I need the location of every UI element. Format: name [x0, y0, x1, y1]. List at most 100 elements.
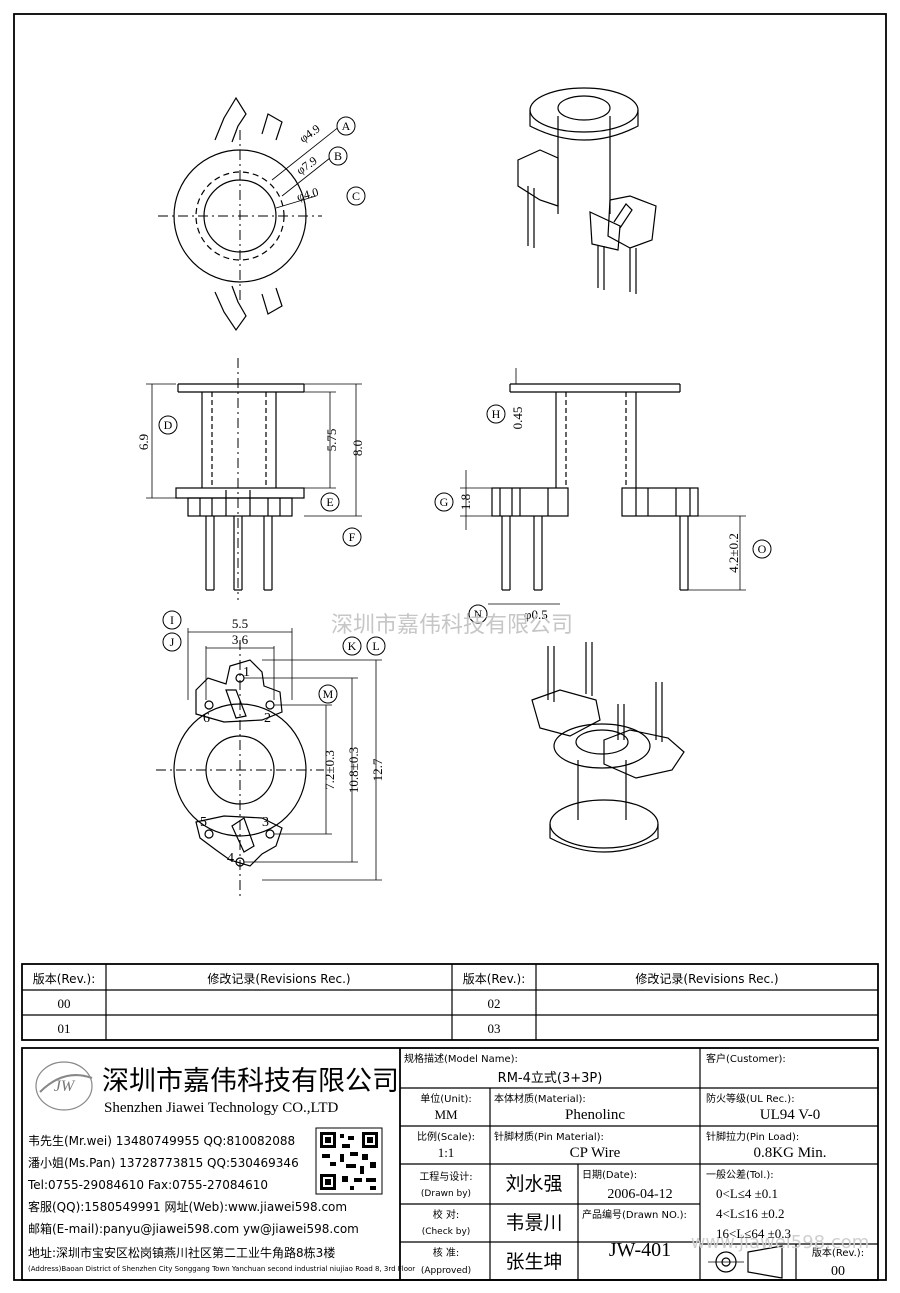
rev-header-2: 版本(Rev.):	[463, 972, 526, 986]
label-customer: 客户(Customer):	[706, 1052, 786, 1065]
pin-3: 3	[262, 815, 269, 830]
title-block: JW 深圳市嘉伟科技有限公司 Shenzhen Jiawei Technolog…	[21, 1047, 879, 1281]
label-rev: 版本(Rev.):	[812, 1246, 864, 1259]
company-name-en: Shenzhen Jiawei Technology CO.,LTD	[104, 1100, 338, 1116]
rev-00: 00	[58, 996, 71, 1011]
label-approved-en: (Approved)	[421, 1266, 471, 1276]
value-rev: 00	[831, 1264, 845, 1279]
label-pin-material: 针脚材质(Pin Material):	[494, 1130, 604, 1143]
label-pin-load: 针脚拉力(Pin Load):	[706, 1130, 799, 1143]
dim-8-0: 8.0	[350, 440, 365, 456]
label-drawn-by-en: (Drawn by)	[421, 1189, 471, 1199]
label-drawn-by: 工程与设计:	[419, 1170, 472, 1183]
value-unit: MM	[434, 1107, 458, 1122]
callout-k: K	[348, 639, 357, 653]
dim-phi-4-0: φ4.0	[295, 185, 320, 204]
dim-7-2: 7.2±0.3	[322, 750, 337, 790]
isometric-view-bottom	[531, 642, 685, 853]
callout-e: E	[326, 495, 333, 509]
dim-3-6: 3.6	[232, 632, 249, 647]
value-pin-material: CP Wire	[570, 1145, 621, 1161]
callout-l: L	[372, 639, 379, 653]
label-approved: 核 准:	[433, 1246, 460, 1259]
rev-header-1: 版本(Rev.):	[33, 972, 96, 986]
tolerance-range-3: 16<L≤64 ±0.3	[716, 1226, 791, 1241]
tolerance-range-1: 0<L≤4 ±0.1	[716, 1186, 778, 1201]
callout-m: M	[323, 687, 334, 701]
dim-phi-7-9: φ7.9	[294, 153, 320, 177]
company-logo: JW	[54, 1078, 76, 1095]
top-view: φ4.9 φ7.9 φ4.0 A B C	[158, 96, 366, 332]
value-drawn-by: 刘水强	[505, 1173, 562, 1195]
contact-address-en: (Address)Baoan District of Shenzhen City…	[28, 1265, 415, 1273]
front-view: 6.9 5.75 8.0 D E F	[136, 358, 365, 600]
label-material: 本体材质(Material):	[494, 1092, 586, 1105]
callout-n: N	[474, 607, 483, 621]
label-unit: 单位(Unit):	[420, 1092, 472, 1105]
callout-g: G	[440, 495, 449, 509]
value-drawn-no: JW-401	[609, 1239, 671, 1261]
dim-10-8: 10.8±0.3	[346, 747, 361, 793]
rev-01: 01	[58, 1021, 71, 1036]
watermark-company: 深圳市嘉伟科技有限公司	[331, 613, 573, 638]
callout-i: I	[170, 613, 174, 627]
pin-2: 2	[264, 711, 271, 726]
dim-1-8: 1.8	[458, 494, 473, 510]
value-ul-rec: UL94 V-0	[760, 1107, 820, 1123]
pin-6: 6	[203, 711, 210, 726]
pin-1: 1	[243, 665, 250, 680]
value-approved: 张生坤	[505, 1251, 562, 1273]
contact-email: 邮箱(E-mail):panyu@jiawei598.com yw@jiawei…	[28, 1221, 359, 1236]
contact-wei: 韦先生(Mr.wei) 13480749955 QQ:810082088	[28, 1134, 295, 1148]
value-material: Phenolinc	[565, 1107, 625, 1123]
dim-0-45: 0.45	[510, 407, 525, 430]
callout-d: D	[164, 418, 173, 432]
label-model-name: 规格描述(Model Name):	[404, 1052, 518, 1065]
contact-qq: 客服(QQ):1580549991 网址(Web):www.jiawei598.…	[28, 1199, 347, 1214]
dim-phi-4-9: φ4.9	[297, 121, 323, 145]
dim-phi-0-5: φ0.5	[524, 607, 548, 622]
callout-a: A	[342, 119, 351, 133]
callout-h: H	[492, 407, 501, 421]
label-date: 日期(Date):	[582, 1169, 637, 1181]
pin-5: 5	[200, 815, 207, 830]
dim-5-5: 5.5	[232, 616, 248, 631]
tolerance-range-2: 4<L≤16 ±0.2	[716, 1206, 785, 1221]
dim-6-9: 6.9	[136, 434, 151, 450]
value-model-name: RM-4立式(3+3P)	[498, 1071, 603, 1086]
side-view: 0.45 1.8 4.2±0.2 φ0.5 H G O N	[434, 368, 772, 624]
label-ul-rec: 防火等级(UL Rec.):	[706, 1092, 795, 1105]
rev-02: 02	[488, 996, 501, 1011]
label-tolerance: 一般公差(Tol.):	[706, 1168, 774, 1181]
watermark-url: www.jiawei598.com	[691, 1232, 870, 1253]
callout-b: B	[334, 149, 342, 163]
isometric-view-top	[517, 87, 657, 294]
revision-table: 版本(Rev.): 修改记录(Revisions Rec.) 版本(Rev.):…	[21, 963, 879, 1041]
label-check-by: 校 对:	[433, 1208, 460, 1221]
projection-symbol-icon	[708, 1245, 783, 1279]
callout-f: F	[349, 530, 356, 544]
value-scale: 1:1	[438, 1145, 455, 1160]
pin-4: 4	[227, 851, 234, 866]
rev-03: 03	[488, 1021, 501, 1036]
value-pin-load: 0.8KG Min.	[754, 1145, 827, 1161]
dim-12-7: 12.7	[370, 758, 385, 781]
label-scale: 比例(Scale):	[417, 1130, 475, 1143]
rev-records-header-1: 修改记录(Revisions Rec.)	[207, 971, 350, 986]
callout-j: J	[170, 635, 175, 649]
callout-o: O	[758, 542, 767, 556]
contact-tel: Tel:0755-29084610 Fax:0755-27084610	[27, 1178, 268, 1192]
value-date: 2006-04-12	[607, 1187, 672, 1202]
label-drawn-no: 产品编号(Drawn NO.):	[582, 1208, 687, 1221]
contact-address: 地址:深圳市宝安区松岗镇燕川社区第二工业牛角路8栋3楼	[28, 1245, 335, 1260]
dim-4-2: 4.2±0.2	[726, 533, 741, 573]
dim-5-75: 5.75	[324, 429, 339, 452]
callout-c: C	[352, 189, 360, 203]
contact-pan: 潘小姐(Ms.Pan) 13728773815 QQ:530469346	[28, 1156, 299, 1170]
label-check-by-en: (Check by)	[422, 1227, 471, 1237]
rev-records-header-2: 修改记录(Revisions Rec.)	[635, 971, 778, 986]
bottom-view: 1 6 2 5 3 4 5.5 3.6 7.2±0.3 10.8±0.3 12.…	[156, 610, 386, 900]
value-check-by: 韦景川	[505, 1212, 562, 1234]
